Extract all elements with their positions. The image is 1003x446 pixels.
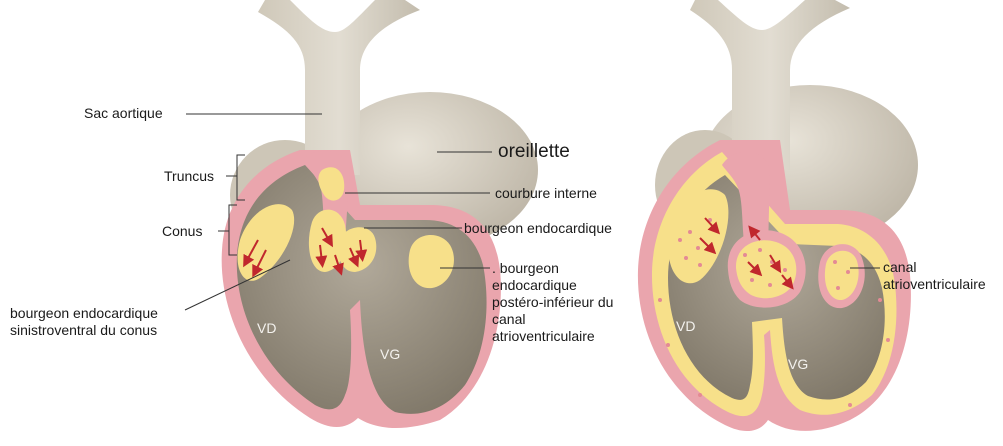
label-truncus: Truncus <box>164 168 214 185</box>
label-oreillette: oreillette <box>498 141 570 163</box>
label-courbure-interne: courbure interne <box>495 185 597 202</box>
left-heart <box>222 0 538 428</box>
right-heart <box>638 0 918 431</box>
label-conus: Conus <box>162 223 202 240</box>
right-cushion-fused-inner <box>736 240 796 298</box>
label-vd-left: VD <box>257 320 276 337</box>
label-sac-aortique: Sac aortique <box>84 105 163 122</box>
label-bourgeon-posterieur: . bourgeon endocardique postéro-inférieu… <box>492 260 613 345</box>
label-vg-left: VG <box>380 346 400 363</box>
label-bourgeon-sinistroventral: bourgeon endocardique sinistroventral du… <box>10 305 158 339</box>
label-vd-right: VD <box>676 318 695 335</box>
label-canal-atrioventriculaire: canal atrioventriculaire <box>883 259 986 293</box>
label-bourgeon-endocardique: bourgeon endocardique <box>464 220 612 237</box>
label-vg-right: VG <box>788 356 808 373</box>
